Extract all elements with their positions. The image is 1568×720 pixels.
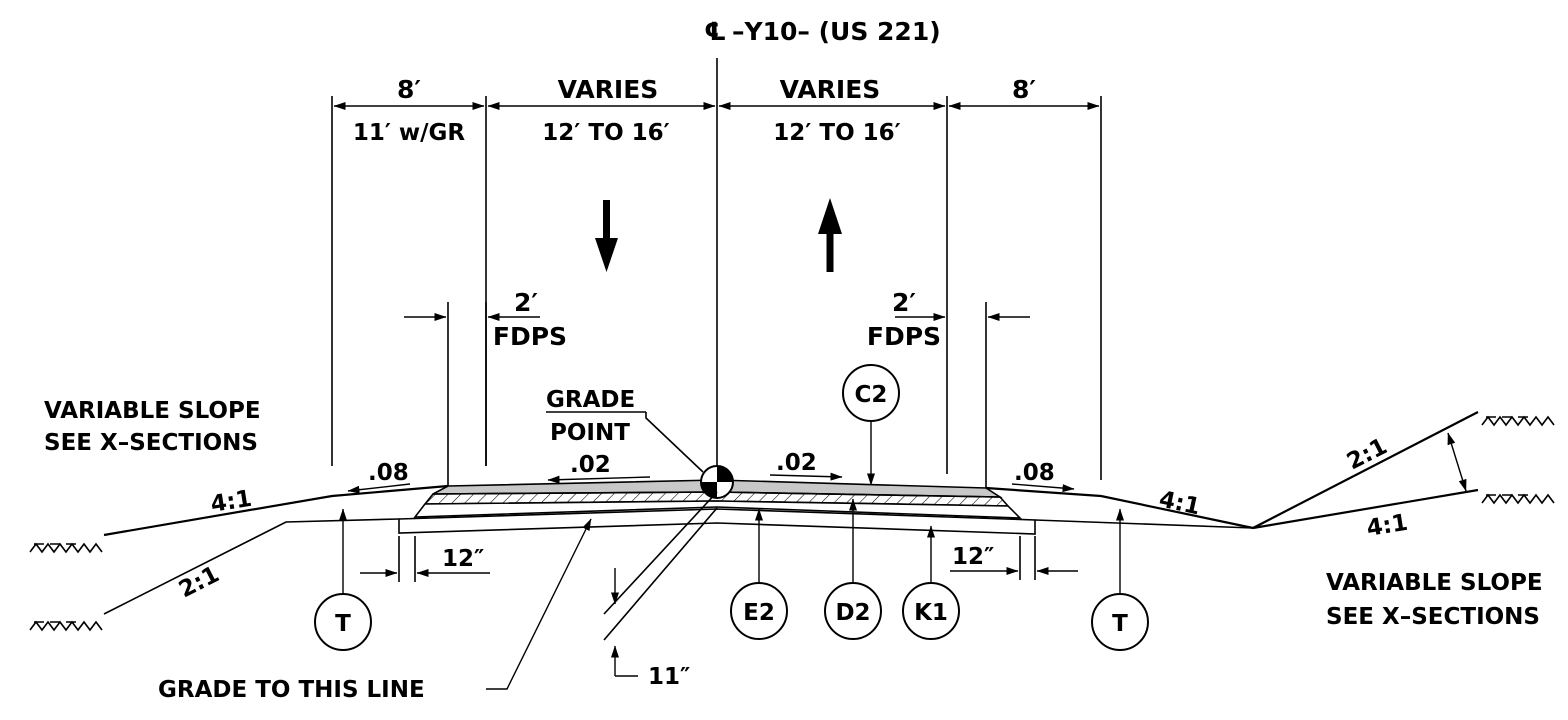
base-course [413,500,1023,519]
callout-t-left-label: T [335,611,351,637]
dim-right-shoulder: 8′ [1012,75,1036,104]
callout-e2: E2 [730,508,788,640]
slope-right-back-lower: 4:1 [1365,510,1410,542]
grade-line-label: GRADE TO THIS LINE [158,677,425,703]
grade-point: GRADE POINT [546,387,734,499]
slope-left-back: 2:1 [175,561,224,603]
dim-left-shoulder: 8′ [397,75,421,104]
slope-left-shoulder: .08 [368,460,409,486]
dim-right-12in: 12″ [952,544,994,570]
slope-right-shoulder: .08 [1014,460,1055,486]
right-fdps-width: 2′ [892,288,916,317]
top-dimensions: 8′ 11′ w/GR VARIES 12′ TO 16′ VARIES 12′… [331,75,1102,480]
callout-t-left: T [314,508,372,651]
callout-d2-label: D2 [835,600,870,626]
centerline: ℄ –Y10– (US 221) [704,17,941,486]
grade-point-leader [645,412,704,473]
grade-line-note: GRADE TO THIS LINE [158,518,592,703]
dim-right-lane-range: 12′ TO 16′ [773,120,900,146]
slope-right-lane: .02 [776,450,817,476]
slope-right-front: 4:1 [1157,486,1203,520]
right-fdps-label: FDPS [867,322,941,351]
grade-point-icon [700,465,734,499]
dim-left-lane-varies: VARIES [558,75,659,104]
left-fdps-width: 2′ [514,288,538,317]
dim-left-lane-range: 12′ TO 16′ [542,120,669,146]
variable-slope-note-right: VARIABLE SLOPE SEE X–SECTIONS [1326,570,1543,630]
grade-point-label-2: POINT [550,420,630,446]
right-back-slope-upper [1252,411,1479,529]
callout-c2-label: C2 [855,382,888,408]
grade-point-label-1: GRADE [546,387,635,413]
right-12in-dimension: 12″ [950,536,1078,580]
variable-slope-right-1: VARIABLE SLOPE [1326,570,1543,596]
right-front-slope [985,486,1254,530]
slope-left-lane: .02 [570,452,611,478]
slope-left-front: 4:1 [209,486,254,518]
grade-line-leader [486,518,592,690]
callout-t-right-label: T [1112,611,1128,637]
callout-k1: K1 [902,525,960,640]
dim-left-12in: 12″ [442,546,484,572]
right-back-slope-arc [1447,432,1467,492]
left-12in-dimension: 12″ [360,536,490,582]
variable-slope-left-2: SEE X–SECTIONS [44,430,258,456]
direction-arrow-down-icon [595,200,618,272]
direction-arrow-up-icon [818,198,842,272]
callout-c2: C2 [842,364,900,486]
left-fdps-dimension: 2′ FDPS [404,288,567,486]
centerline-label: –Y10– (US 221) [732,17,941,46]
ground-profile [103,411,1479,615]
callout-t-right: T [1091,508,1149,651]
callout-k1-label: K1 [914,600,948,626]
right-fdps-dimension: 2′ FDPS [867,288,1030,488]
right-back-slope-lower [1252,488,1479,530]
left-front-slope [103,484,449,537]
variable-slope-right-2: SEE X–SECTIONS [1326,604,1540,630]
dim-right-lane-varies: VARIES [780,75,881,104]
dim-left-shoulder-gr: 11′ w/GR [353,120,466,146]
variable-slope-note-left: VARIABLE SLOPE SEE X–SECTIONS [44,398,261,456]
left-back-slope [103,518,400,615]
left-fdps-label: FDPS [493,322,567,351]
earth-hatch-icon [29,415,1555,632]
centerline-icon: ℄ [704,17,726,46]
variable-slope-left-1: VARIABLE SLOPE [44,398,261,424]
depth-11in-dimension: 11″ [603,491,718,690]
dim-depth-11in: 11″ [648,664,690,690]
cross-slopes: .08 .02 .02 .08 [347,450,1075,494]
callout-e2-label: E2 [743,600,775,626]
callout-d2: D2 [824,498,882,640]
